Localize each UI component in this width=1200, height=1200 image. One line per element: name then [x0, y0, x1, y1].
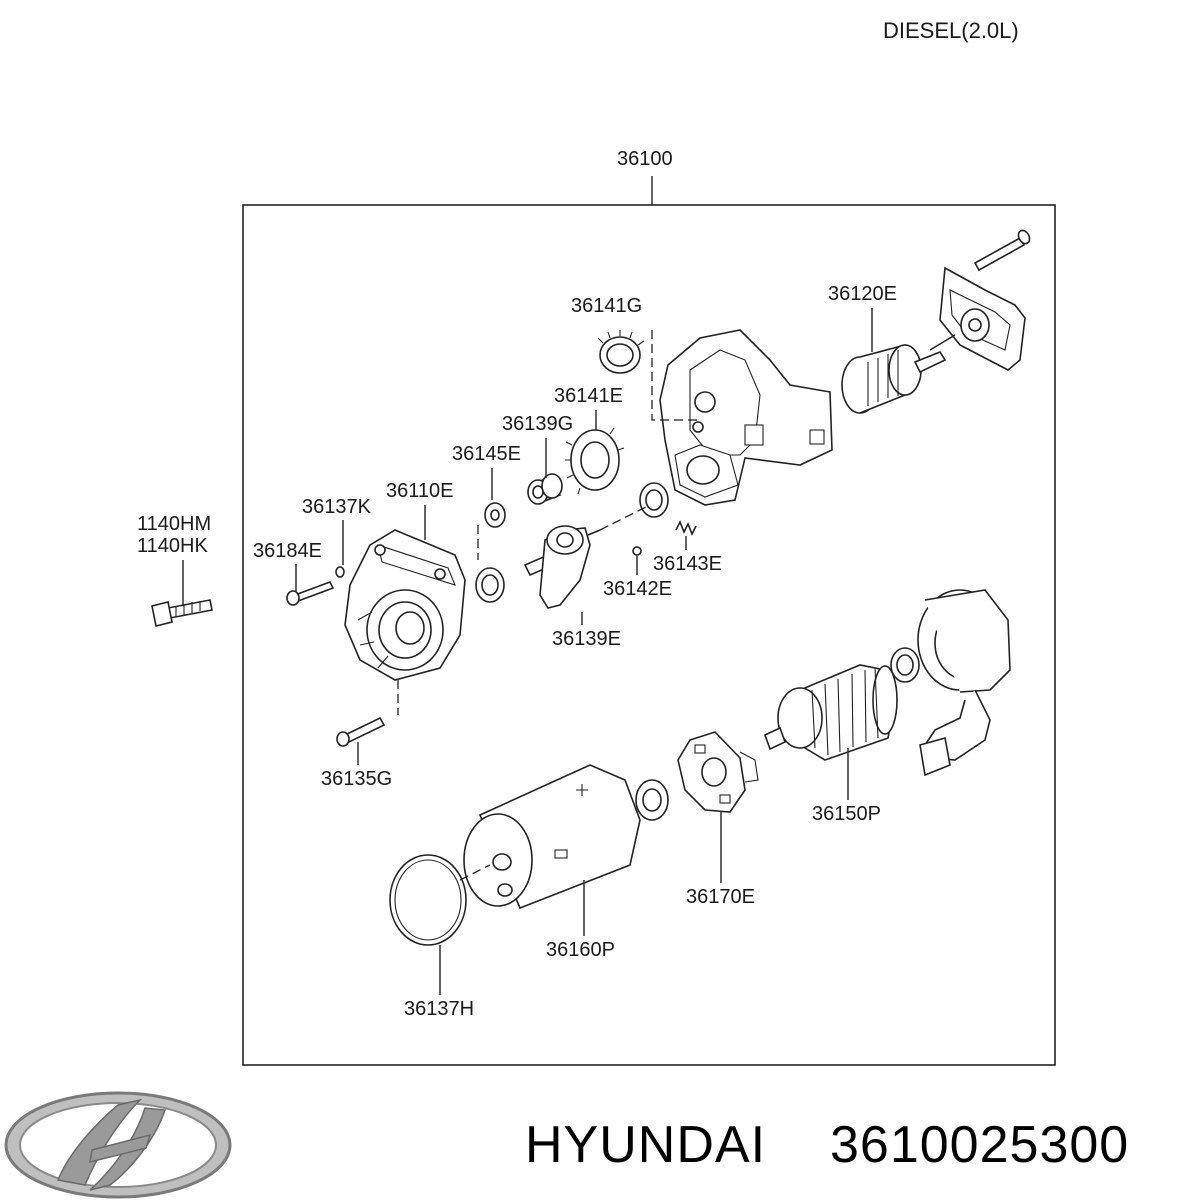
external-bolt-label-2: 1140HK	[137, 535, 208, 557]
small-bearing	[484, 502, 506, 528]
external-bolt	[151, 599, 213, 627]
hyundai-logo	[4, 1091, 232, 1199]
o-ring	[389, 854, 467, 946]
part-label-36110E: 36110E	[386, 480, 453, 502]
dash-36141G	[651, 330, 700, 421]
part-label-36170E: 36170E	[686, 886, 755, 908]
rear-cover-plate	[929, 266, 1026, 371]
rear-end-cover	[917, 589, 1011, 777]
armature	[764, 664, 898, 761]
washer-36137K	[335, 566, 345, 578]
yoke-housing	[463, 764, 641, 910]
bolt-36184E	[286, 581, 335, 606]
gear-housing	[659, 329, 833, 506]
external-bolt-label-1: 1140HM	[137, 513, 211, 535]
part-label-36142E: 36142E	[603, 578, 672, 600]
dash-shaft	[599, 504, 651, 531]
part-label-36137H: 36137H	[404, 998, 474, 1020]
brand-name: HYUNDAI	[525, 1116, 766, 1174]
bearing-housing-side	[639, 482, 669, 518]
part-label-36135G: 36135G	[321, 768, 392, 790]
part-label-36160P: 36160P	[546, 939, 615, 961]
idler-gear-small	[597, 330, 645, 374]
armature-commutator	[841, 343, 947, 414]
idler-gear-large	[565, 427, 625, 495]
part-label-36141G: 36141G	[571, 295, 642, 317]
yoke-bearing	[635, 779, 669, 821]
rear-bearing	[890, 647, 920, 683]
brush-holder	[677, 731, 759, 813]
front-bracket	[344, 529, 466, 681]
part-label-36137K: 36137K	[302, 496, 372, 518]
part-label-36120E: 36120E	[828, 283, 897, 305]
part-label-36145E: 36145E	[452, 443, 521, 465]
bracket-bearing	[475, 567, 505, 603]
spring	[675, 520, 697, 536]
part-label-36143E: 36143E	[653, 553, 722, 575]
steel-ball	[632, 546, 642, 556]
part-label-36139E: 36139E	[552, 628, 621, 650]
part-label-36150P: 36150P	[812, 803, 881, 825]
assembly-number-label: 36100	[617, 148, 673, 170]
part-label-36141E: 36141E	[554, 385, 623, 407]
assembly-frame	[242, 204, 1056, 1066]
bolt-36135G	[336, 716, 386, 747]
part-label-36139G: 36139G	[502, 413, 573, 435]
pinion-shaft	[523, 525, 601, 609]
part-number: 3610025300	[830, 1116, 1129, 1174]
roller-sleeve	[527, 473, 563, 505]
part-label-36184E: 36184E	[253, 540, 322, 562]
through-bolt-top	[973, 229, 1031, 272]
engine-type-label: DIESEL(2.0L)	[883, 18, 1019, 43]
dash-36137H	[459, 864, 491, 881]
